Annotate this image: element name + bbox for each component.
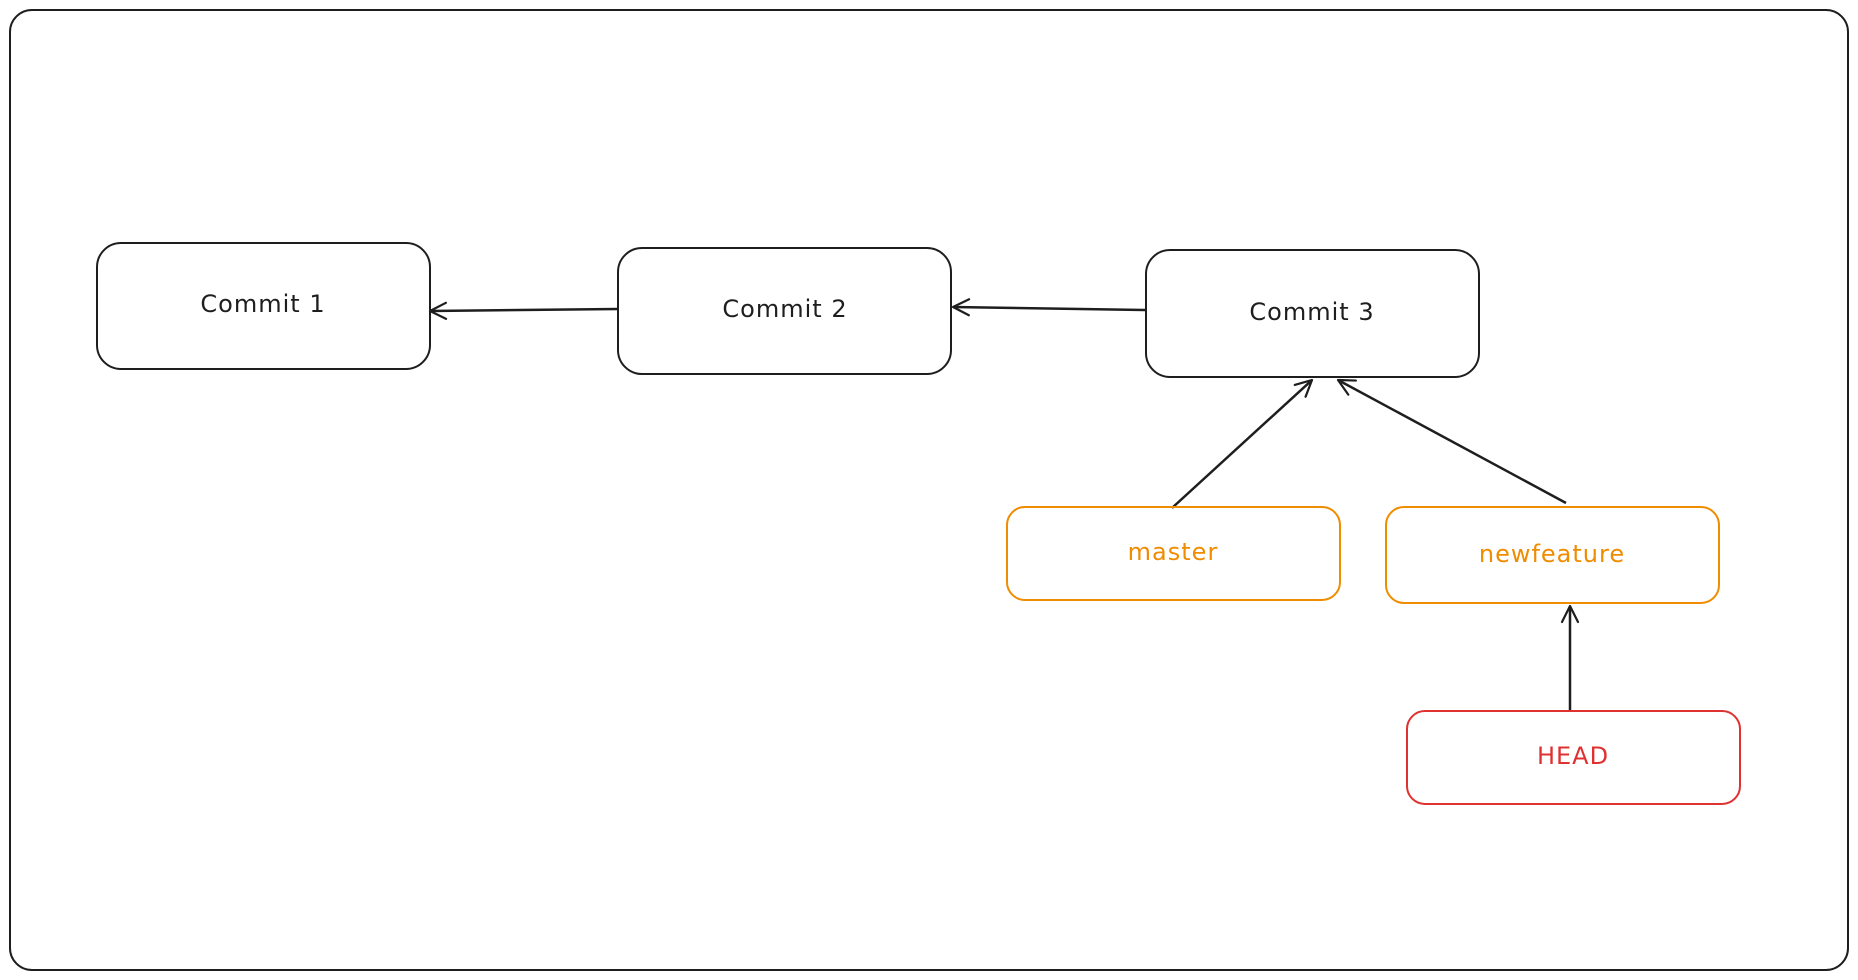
edge-newfeature-to-commit3 bbox=[1336, 378, 1567, 505]
branch-label: newfeature bbox=[1479, 540, 1625, 568]
branch-node-newfeature[interactable]: newfeature bbox=[1385, 506, 1720, 604]
edge-commit3-to-commit2 bbox=[951, 298, 1147, 317]
head-node[interactable]: HEAD bbox=[1406, 710, 1741, 805]
commit-label: Commit 2 bbox=[722, 295, 847, 323]
commit-label: Commit 3 bbox=[1249, 298, 1374, 326]
head-label: HEAD bbox=[1537, 742, 1609, 770]
diagram-frame bbox=[9, 9, 1849, 971]
branch-label: master bbox=[1128, 538, 1219, 566]
commit-node-3[interactable]: Commit 3 bbox=[1145, 249, 1480, 378]
commit-label: Commit 1 bbox=[200, 290, 325, 318]
edge-commit2-to-commit1 bbox=[428, 301, 619, 320]
branch-node-master[interactable]: master bbox=[1006, 506, 1341, 601]
edges bbox=[428, 298, 1580, 710]
commit-node-1[interactable]: Commit 1 bbox=[96, 242, 431, 370]
edge-master-to-commit3 bbox=[1171, 378, 1314, 509]
commit-node-2[interactable]: Commit 2 bbox=[617, 247, 952, 375]
